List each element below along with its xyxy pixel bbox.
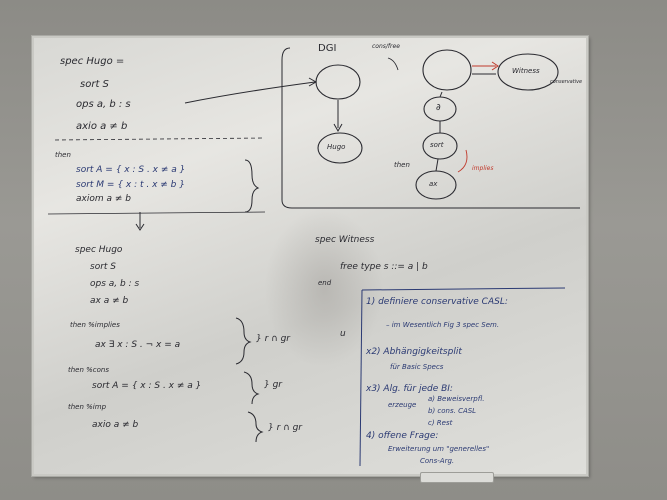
todo-item3-title: x3) Alg. für jede BI: [366, 384, 453, 394]
then-axiom: axiom a ≠ b [76, 194, 131, 204]
diagram-d-label: ∂ [436, 103, 441, 113]
annotation-imp-tag: } r ∩ gr [268, 423, 303, 433]
diagram-ax-label: ax [429, 180, 438, 188]
todo-item3-sub3: c) Rest [428, 419, 453, 427]
todo-item4-sub2: Cons-Arg. [420, 457, 455, 465]
annotation-imp-body: axio a ≠ b [92, 420, 139, 430]
diagram-top-note: cons/free [372, 43, 400, 50]
lower-spec-axiom: ax a ≠ b [90, 296, 129, 306]
then-sort-m: sort M = { x : t . x ≠ b } [76, 180, 185, 190]
diagram-implies-label: implies [472, 165, 494, 172]
then-label: then [55, 151, 71, 159]
lower-spec-title: spec Hugo [75, 245, 123, 255]
diagram-hugo-label: Hugo [327, 143, 346, 151]
todo-item3-sub1: a) Beweisverpfl. [428, 395, 485, 403]
diagram-then-label: then [394, 161, 410, 169]
annotation-imp-label: then %imp [68, 403, 107, 411]
diagram-sort-label: sort [430, 141, 444, 149]
witness-spec-title: spec Witness [315, 235, 375, 245]
todo-item1-title: 1) definiere conservative CASL: [366, 297, 508, 307]
annotation-cons-label: then %cons [68, 366, 110, 374]
annotation-implies-label: then %implies [70, 321, 120, 329]
annotation-cons-body: sort A = { x : S . x ≠ a } [92, 381, 202, 391]
spec-hugo-ops: ops a, b : s [76, 99, 131, 110]
annotation-cons-tag: } gr [264, 380, 282, 390]
spec-hugo-sort: sort S [80, 79, 109, 90]
diagram-witness-label: Witness [512, 67, 540, 75]
annotation-implies-tag: } r ∩ gr [256, 334, 291, 344]
marker-tray [420, 472, 494, 483]
todo-item3-sub2: b) cons. CASL [428, 407, 477, 415]
spec-hugo-title: spec Hugo = [60, 56, 125, 67]
spec-hugo-axiom: axio a ≠ b [76, 121, 128, 132]
reflection-shadow [264, 208, 384, 368]
diagram-title: DGI [318, 43, 337, 54]
todo-item2-title: x2) Abhängigkeitsplit [366, 347, 462, 357]
lower-spec-ops: ops a, b : s [90, 279, 140, 289]
todo-item3-sub0: erzeuge [388, 401, 417, 409]
todo-item4-title: 4) offene Frage: [366, 431, 439, 441]
todo-item4-sub1: Erweiterung um "generelles" [388, 445, 490, 453]
todo-item2-sub: für Basic Specs [390, 363, 444, 371]
annotation-u-mark: u [340, 329, 346, 339]
diagram-witness-note: conservative [550, 79, 583, 85]
witness-spec-end: end [318, 279, 332, 287]
todo-item1-sub: – im Wesentlich Fig 3 spec Sem. [386, 321, 500, 329]
witness-spec-type: free type s ::= a | b [340, 262, 428, 272]
annotation-implies-body: ax ∃ x : S . ¬ x = a [95, 340, 181, 350]
then-sort-a: sort A = { x : S . x ≠ a } [76, 165, 186, 175]
lower-spec-sort: sort S [90, 262, 116, 272]
